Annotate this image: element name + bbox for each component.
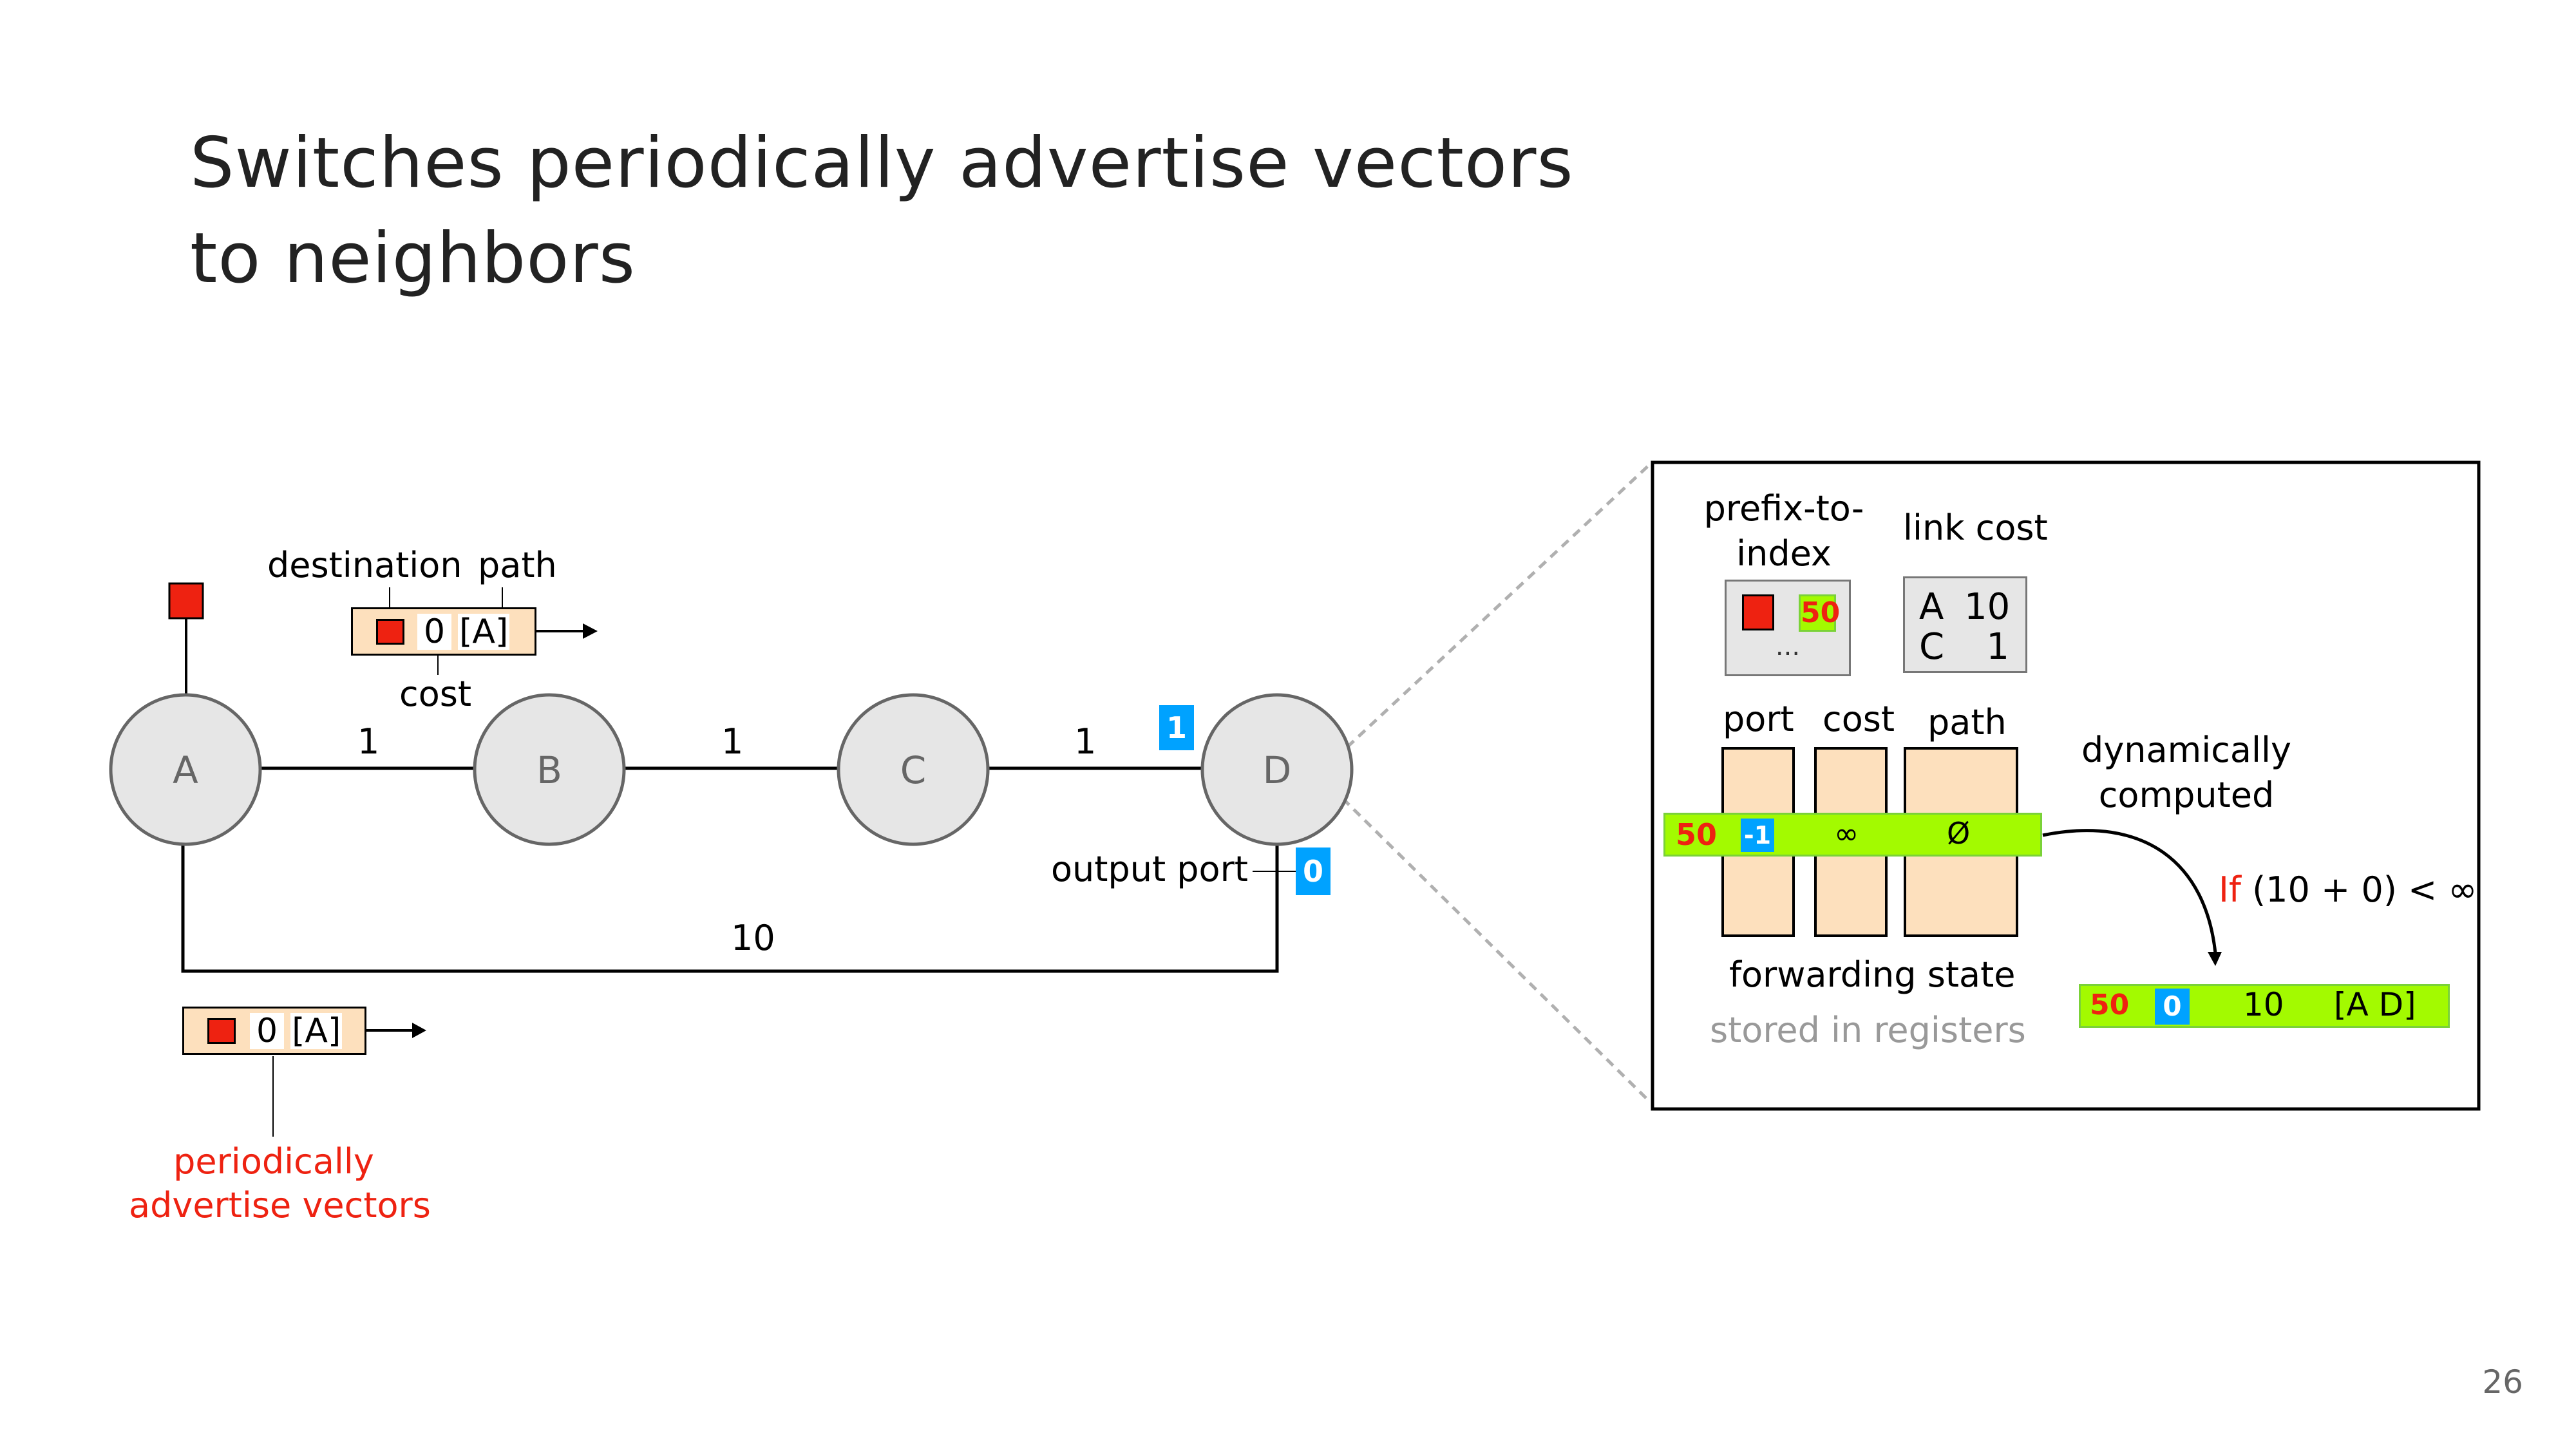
computation-arrow-head bbox=[2208, 952, 2222, 966]
register-new-row: 50 0 10 [A D] bbox=[2079, 984, 2450, 1028]
switch-detail-panel bbox=[1651, 460, 2481, 1111]
register-col-cost: cost bbox=[1823, 699, 1895, 739]
link-cost-neighbor: C bbox=[1919, 626, 1945, 668]
prefix-to-index-label-line-1: prefix-to- bbox=[1703, 488, 1864, 529]
computation-arrow bbox=[2042, 829, 2217, 954]
link-cost-neighbor: A bbox=[1919, 586, 1944, 628]
link-cost-value: 10 bbox=[1964, 586, 2011, 628]
row-cost: ∞ bbox=[1834, 816, 1859, 851]
link-cost-b-c: 1 bbox=[721, 721, 744, 762]
condition-expression: (10 + 0) < ∞ bbox=[2252, 869, 2477, 910]
node-a[interactable]: A bbox=[109, 693, 262, 846]
page-number: 26 bbox=[2482, 1363, 2523, 1401]
node-c-label: C bbox=[900, 748, 927, 792]
update-condition: If (10 + 0) < ∞ bbox=[2219, 869, 2477, 910]
destination-icon bbox=[168, 582, 204, 620]
condition-keyword: If bbox=[2219, 869, 2241, 910]
advertise-caption-line-2: advertise vectors bbox=[129, 1185, 431, 1226]
node-a-label: A bbox=[173, 748, 198, 792]
vector-path: [A] bbox=[458, 612, 510, 651]
vector-arrow-bottom-head bbox=[412, 1023, 426, 1038]
path-label: path bbox=[478, 545, 557, 585]
link-cost-a-d: 10 bbox=[731, 918, 775, 958]
title-line-1: Switches periodically advertise vectors bbox=[190, 123, 1574, 204]
prefix-destination-icon bbox=[1742, 594, 1774, 630]
zoom-guide-top bbox=[1346, 462, 1652, 748]
prefix-index-value: 50 bbox=[1799, 594, 1840, 632]
row-path: Ø bbox=[1947, 816, 1971, 851]
new-row-index: 50 bbox=[2090, 989, 2130, 1021]
advertise-caption-line-1: periodically bbox=[173, 1141, 374, 1182]
register-current-row: 50 -1 ∞ Ø bbox=[1663, 813, 2042, 857]
vector-example: 0 [A] bbox=[351, 607, 536, 656]
cost-label: cost bbox=[399, 674, 472, 714]
vector-destination-icon bbox=[376, 618, 404, 645]
zoom-guide-bottom bbox=[1341, 797, 1652, 1104]
new-row-path: [A D] bbox=[2334, 986, 2416, 1023]
forwarding-state-caption: forwarding state bbox=[1729, 954, 2016, 995]
prefix-to-index-table: 50 ... bbox=[1725, 580, 1851, 676]
port-badge-1: 1 bbox=[1159, 705, 1194, 750]
link-cost-value: 1 bbox=[1986, 626, 2009, 668]
destination-label: destination bbox=[267, 545, 462, 585]
prefix-to-index-label: prefix-to- index bbox=[1687, 486, 1880, 576]
output-port-label: output port bbox=[1051, 849, 1248, 889]
registers-subcaption: stored in registers bbox=[1710, 1010, 2026, 1050]
dynamic-label-line-1: dynamically bbox=[2081, 730, 2291, 770]
vector-cost: 0 bbox=[417, 613, 452, 650]
node-d[interactable]: D bbox=[1200, 693, 1354, 846]
advertised-vector: 0 [A] bbox=[182, 1007, 366, 1055]
link-a-d bbox=[181, 842, 1279, 973]
new-row-cost: 10 bbox=[2243, 986, 2284, 1023]
slide-title: Switches periodically advertise vectors … bbox=[190, 116, 1574, 307]
link-cost-a-b: 1 bbox=[357, 721, 380, 762]
register-col-path: path bbox=[1927, 702, 2007, 743]
dynamic-label-line-2: computed bbox=[2098, 775, 2275, 815]
link-cost-label: link cost bbox=[1903, 507, 2048, 548]
port-badge-0: 0 bbox=[1296, 848, 1331, 895]
advertised-destination-icon bbox=[207, 1018, 236, 1044]
register-col-port: port bbox=[1723, 699, 1794, 739]
advertised-path: [A] bbox=[290, 1011, 343, 1050]
prefix-more: ... bbox=[1775, 632, 1801, 661]
new-row-port: 0 bbox=[2155, 989, 2190, 1025]
row-port: -1 bbox=[1741, 819, 1774, 852]
vector-arrow-top-head bbox=[583, 623, 598, 639]
link-cost-c-d: 1 bbox=[1074, 721, 1097, 762]
prefix-to-index-label-line-2: index bbox=[1736, 533, 1832, 574]
dynamic-label: dynamically computed bbox=[2070, 728, 2302, 818]
node-c[interactable]: C bbox=[837, 693, 990, 846]
node-b-label: B bbox=[536, 748, 562, 792]
node-b[interactable]: B bbox=[473, 693, 626, 846]
link-cost-table: A 10 C 1 bbox=[1903, 576, 2027, 673]
advertise-caption: periodically advertise vectors bbox=[129, 1140, 431, 1227]
link-cost-row-a: A 10 bbox=[1919, 587, 2025, 627]
node-d-label: D bbox=[1263, 748, 1292, 792]
advertised-cost: 0 bbox=[250, 1012, 285, 1049]
row-index: 50 bbox=[1676, 817, 1718, 852]
link-cost-row-c: C 1 bbox=[1919, 627, 2025, 667]
title-line-2: to neighbors bbox=[190, 218, 636, 299]
